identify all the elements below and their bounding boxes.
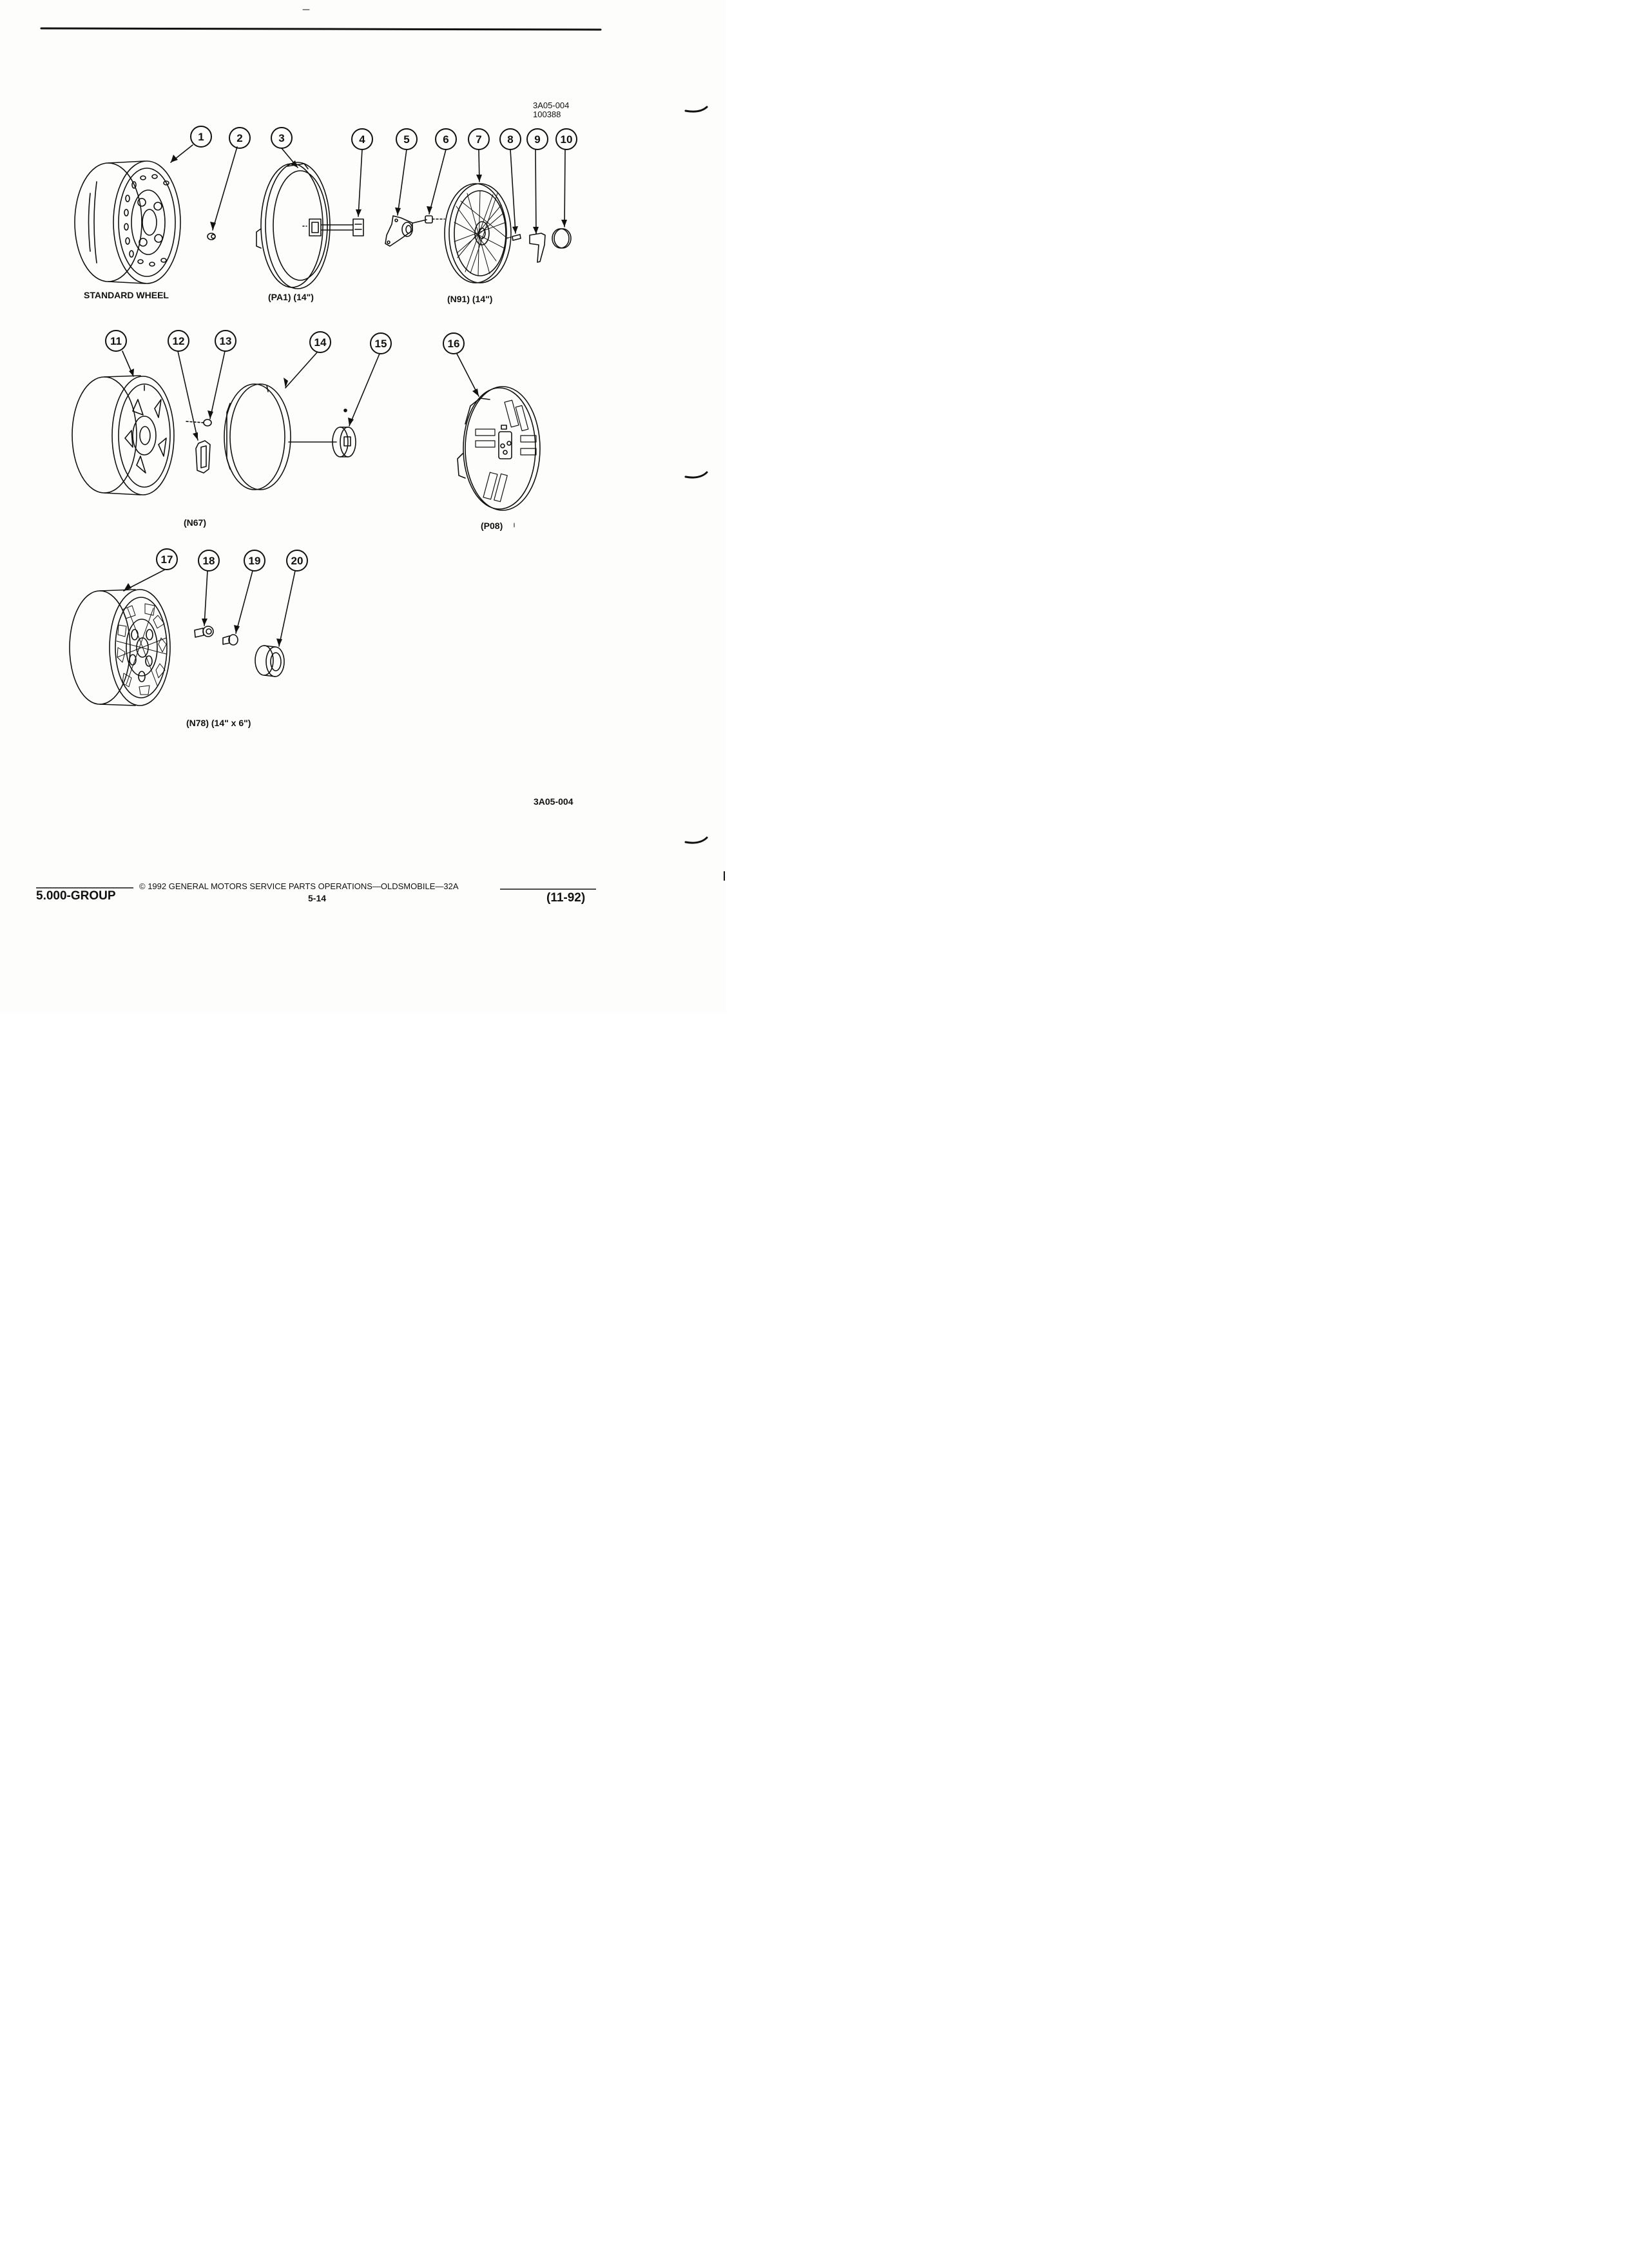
- footer-page-number: 5-14: [308, 893, 327, 903]
- caption-n78: (N78) (14" x 6"): [186, 718, 251, 728]
- wire-wheel-cover-n91-part: [444, 183, 512, 284]
- wheel-n78-part: [69, 589, 171, 706]
- callout-circles: [105, 126, 577, 572]
- callout-17: 17: [161, 553, 173, 566]
- callout-5: 5: [403, 133, 409, 146]
- callout-8: 8: [507, 133, 513, 146]
- center-cap-n67-part: [332, 408, 356, 457]
- center-cap-part: [552, 228, 572, 249]
- callout-6: 6: [443, 133, 448, 146]
- wheel-n67-part: [72, 375, 175, 495]
- drawing-number: 3A05-004: [533, 101, 570, 110]
- standard-wheel-part: [74, 160, 181, 284]
- callout-12: 12: [173, 335, 185, 347]
- lock-key-part: [529, 233, 546, 263]
- header-rule: [40, 27, 602, 31]
- callout-16: 16: [448, 338, 460, 350]
- footer-copyright: © 1992 GENERAL MOTORS SERVICE PARTS OPER…: [139, 881, 459, 891]
- callout-10: 10: [561, 133, 573, 146]
- callout-7: 7: [476, 133, 481, 146]
- margin-mark: [684, 471, 708, 479]
- catalog-page: 1 2 3 4 5 6 7 8 9 10 11 12 13 14 15 16 1…: [0, 0, 726, 1012]
- callout-1: 1: [198, 131, 204, 143]
- margin-mark: [684, 836, 708, 844]
- callout-15: 15: [375, 338, 387, 350]
- callout-3: 3: [278, 132, 284, 144]
- margin-mark: [684, 106, 708, 113]
- lug-nut-part: [207, 233, 216, 240]
- callout-19: 19: [249, 555, 261, 567]
- wheel-cover-pa1-part: [256, 162, 354, 289]
- drawing-number-bottom: 3A05-004: [534, 796, 574, 807]
- caption-n67: (N67): [184, 517, 207, 528]
- lug-nut-n67-part: [185, 419, 212, 427]
- callout-numbers: 1 2 3 4 5 6 7 8 9 10 11 12 13 14 15 16 1…: [110, 131, 572, 567]
- parts-illustration: 1 2 3 4 5 6 7 8 9 10 11 12 13 14 15 16 1…: [36, 9, 725, 890]
- callout-13: 13: [220, 335, 232, 347]
- footer-group: 5.000-GROUP: [36, 889, 116, 903]
- arrowheads: [124, 155, 567, 646]
- caption-p08: (P08): [481, 521, 503, 531]
- callout-11: 11: [110, 335, 122, 347]
- callout-14: 14: [314, 336, 327, 349]
- callout-18: 18: [203, 555, 215, 567]
- emblem-n67-part: [195, 440, 211, 474]
- trim-ring-part: [224, 383, 337, 490]
- lock-nut-n78-part: [194, 626, 214, 638]
- emblem-clip-part: [352, 218, 364, 236]
- callout-2: 2: [236, 132, 242, 144]
- center-cap-n78-part: [255, 645, 285, 677]
- callout-4: 4: [359, 133, 365, 146]
- caption-pa1: (PA1) (14"): [268, 292, 314, 302]
- leader-lines: [122, 144, 566, 647]
- callout-20: 20: [291, 555, 304, 567]
- caption-standard-wheel: STANDARD WHEEL: [84, 290, 169, 300]
- lock-nut-part: [425, 215, 445, 224]
- caption-n91: (N91) (14"): [447, 294, 493, 304]
- wheel-cover-p08-part: [457, 386, 541, 528]
- drawing-date-code: 100388: [533, 110, 561, 119]
- lock-bracket-part: [385, 215, 427, 247]
- lock-bolt-part: [505, 234, 521, 241]
- footer-revision: (11-92): [546, 891, 586, 905]
- lug-nut-n78-part: [222, 634, 238, 646]
- callout-9: 9: [534, 133, 540, 146]
